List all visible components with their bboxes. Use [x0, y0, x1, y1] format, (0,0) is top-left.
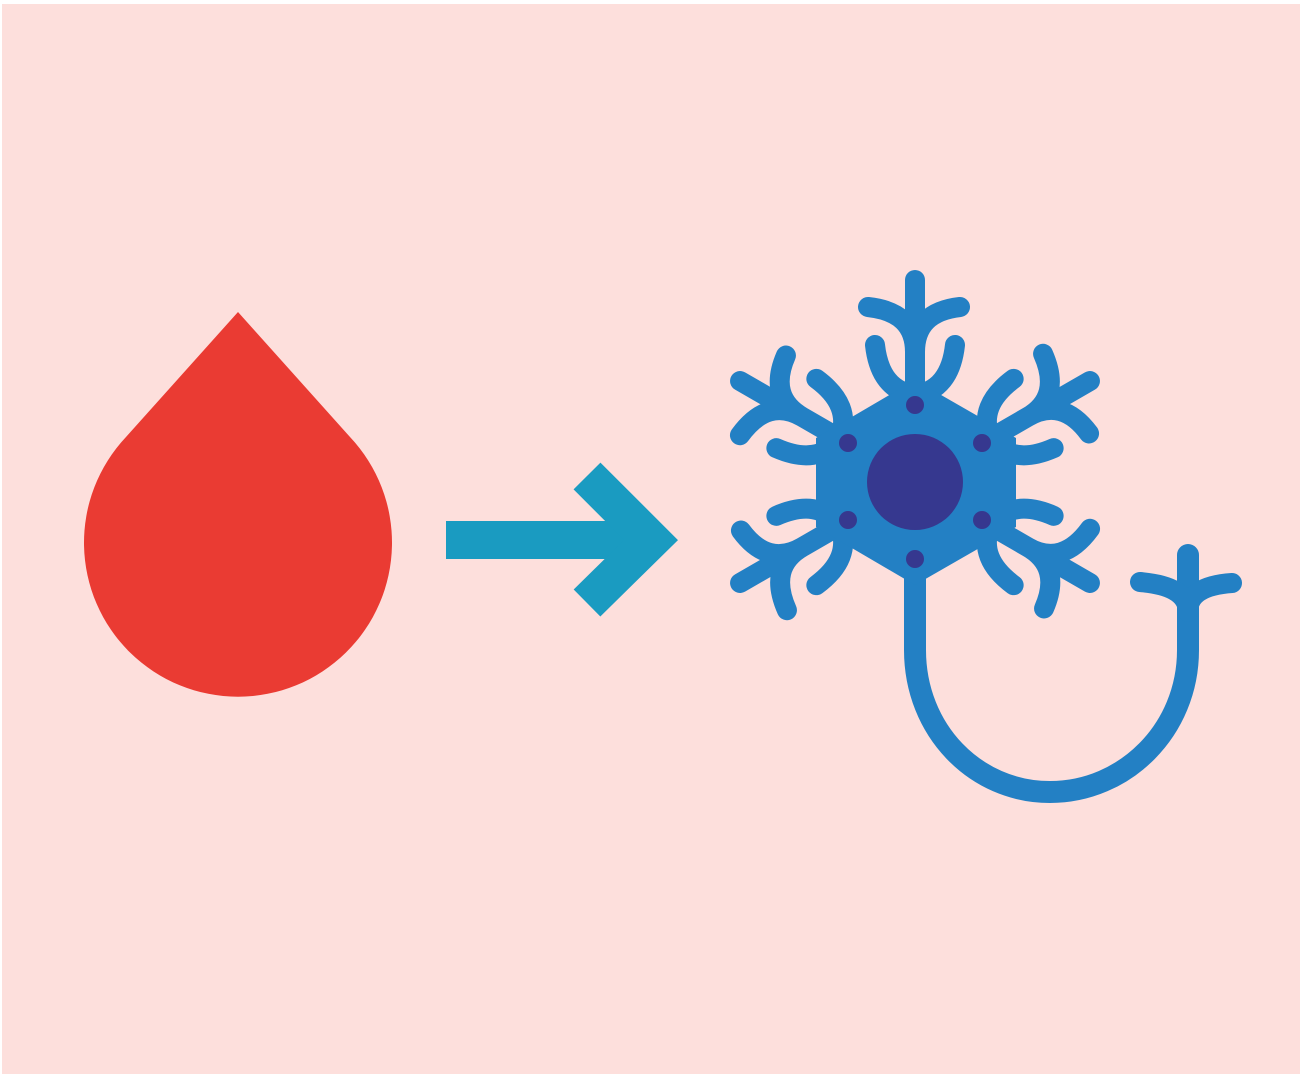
organelle-dot [973, 511, 991, 529]
organelle-dot [839, 511, 857, 529]
axon-terminal [1130, 572, 1242, 622]
illustration-svg [2, 4, 1300, 1074]
organelle-dot [906, 550, 924, 568]
dendrite [858, 270, 970, 410]
organelle-dot [839, 434, 857, 452]
organelle-dot [906, 396, 924, 414]
illustration [2, 4, 1300, 1074]
organelle-dot [973, 434, 991, 452]
blood-drop-icon [84, 312, 392, 697]
dendrite [730, 498, 854, 621]
dendrite [976, 498, 1101, 619]
arrow-head [573, 462, 678, 617]
arrow-right-icon [446, 462, 678, 617]
nucleus [867, 434, 963, 530]
dendrite [729, 345, 854, 466]
neuron-icon [729, 270, 1242, 804]
axon [904, 544, 1199, 804]
dendrite [976, 343, 1100, 466]
